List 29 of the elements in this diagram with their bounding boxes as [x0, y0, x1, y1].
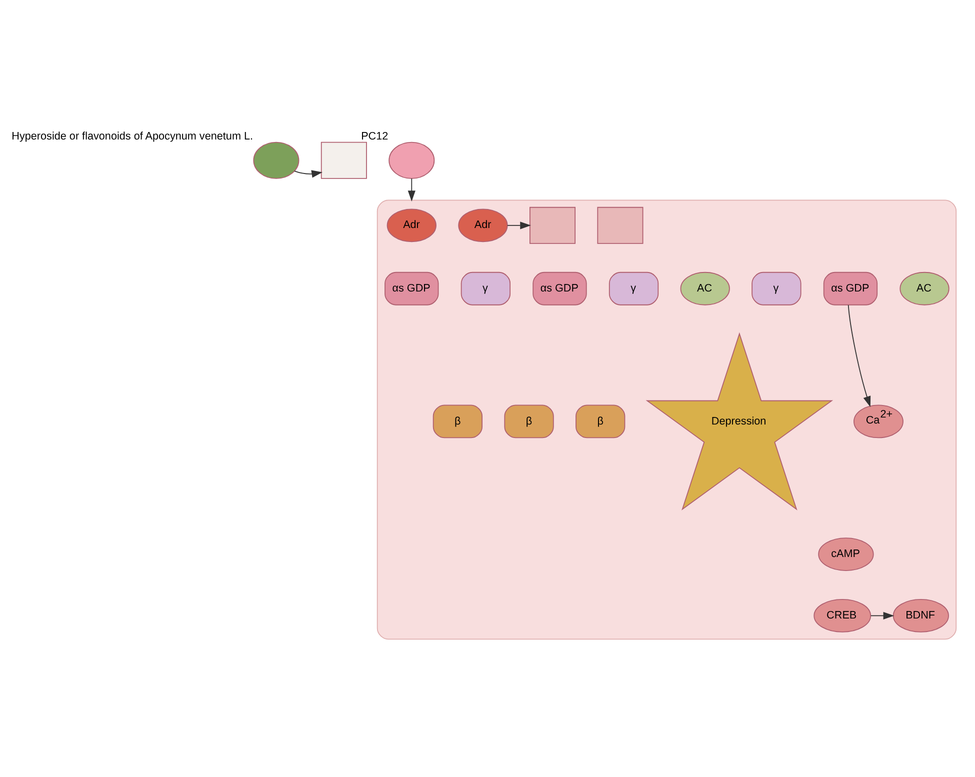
node-box: β [504, 404, 554, 438]
node-box [597, 206, 644, 244]
node-box [320, 142, 367, 179]
node-ellipse: CREB [814, 598, 872, 632]
node-box: αs GDP [823, 272, 878, 306]
node-ellipse: BDNF [892, 598, 949, 632]
arrow [506, 222, 531, 230]
cluster [376, 200, 957, 640]
node-circle [253, 142, 300, 179]
node-circle [388, 142, 435, 179]
node-ellipse: cAMP [818, 538, 874, 571]
node-box: γ [608, 272, 659, 306]
arrow [870, 612, 894, 620]
node-ellipse: Adr [458, 208, 508, 242]
node-ellipse: AC [900, 272, 950, 306]
arrow [408, 178, 416, 202]
node-box: γ [752, 272, 802, 306]
node-ellipse: Adr [386, 208, 436, 242]
node-label: PC12 [361, 130, 388, 142]
node-box: β [432, 404, 483, 438]
arrow [848, 304, 871, 408]
node-label: Hyperoside or flavonoids of Apocynum venetum L. [12, 130, 254, 142]
node-box: β [576, 404, 626, 438]
node-box [529, 206, 576, 244]
node-box: αs GDP [384, 272, 439, 306]
node-box: γ [460, 272, 511, 306]
node-ellipse: AC [680, 272, 730, 306]
node-box: αs GDP [532, 272, 587, 306]
arrow [294, 170, 322, 178]
